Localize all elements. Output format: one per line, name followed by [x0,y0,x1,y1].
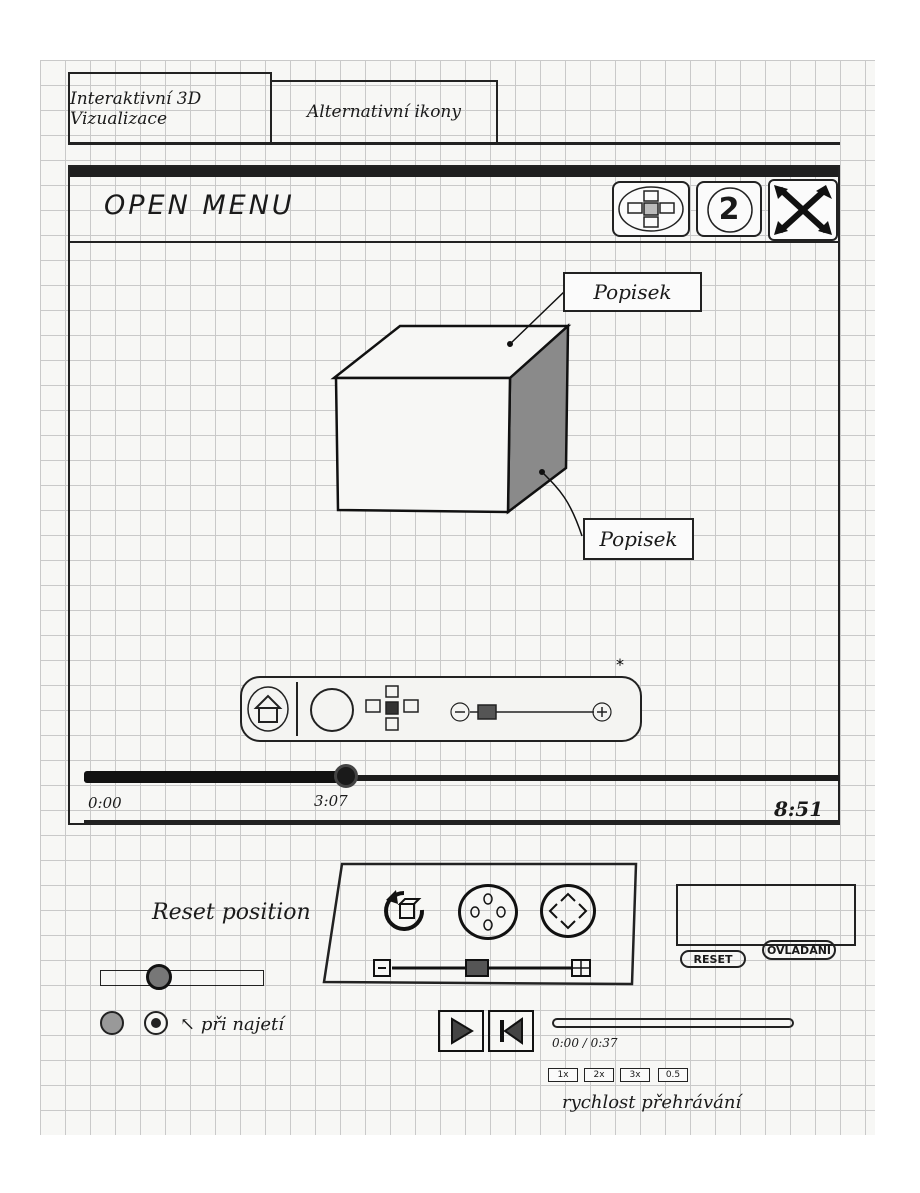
start-time: 0:00 [88,794,122,812]
view-cube-icon [618,186,684,232]
navigation-toolbar [240,676,642,742]
speed-2x-button[interactable]: 2x [584,1068,614,1082]
move-button[interactable] [540,884,596,938]
tab-3d-visualization[interactable]: Interaktivní 3D Vizualizace [68,72,272,144]
fullscreen-button[interactable] [768,179,838,241]
arrow-icon: ↖ [180,1014,201,1035]
home-button[interactable] [244,682,298,736]
radio-hover[interactable] [144,1011,168,1035]
menubar [68,165,840,243]
play-icon [451,1017,474,1045]
zoom-slider[interactable] [448,696,618,728]
dpad-dots-icon [470,893,506,931]
help-button[interactable]: 2 [696,181,762,237]
controls-panel [322,862,638,986]
orbit-button[interactable] [310,688,354,732]
speed-buttons: 1x 2x 3x 0.5 [548,1068,708,1082]
current-time: 3:07 [314,792,348,810]
tab-label: Interaktivní 3D Vizualizace [70,89,202,129]
speed-1x-button[interactable]: 1x [548,1068,578,1082]
radio-default[interactable] [100,1011,124,1035]
player-time: 0:00 / 0:37 [552,1036,618,1050]
help-circle-icon [707,187,753,233]
reset-rotation-button[interactable] [378,886,432,936]
home-icon [247,686,289,732]
annotation-leaders [509,289,583,537]
menubar-band [70,167,838,177]
end-time: 8:51 [774,797,824,821]
3d-cube-model[interactable] [320,300,600,530]
radio-hover-dot [151,1018,161,1028]
grid-paper [40,60,875,1135]
reset-slider[interactable] [100,970,264,986]
timeline-scrubber[interactable] [334,764,358,788]
info-box [676,884,856,946]
expand-arrows-icon [774,185,832,235]
svg-text:*: * [616,656,624,672]
tab-label: Alternativní ikony [306,102,461,122]
annotation-label-bottom[interactable]: Popisek [583,518,694,560]
annotation-label-top[interactable]: Popisek [563,272,702,312]
tab-alternative-icons[interactable]: Alternativní ikony [272,80,498,142]
on-hover-note: ↖ při najetí [180,1014,284,1035]
controls-button[interactable]: OVLÁDÁNÍ [762,940,836,960]
timeline-track[interactable] [84,775,840,781]
speed-half-button[interactable]: 0.5 [658,1068,688,1082]
skip-back-icon [500,1017,523,1045]
reset-slider-thumb[interactable] [146,964,172,990]
move-arrows-icon [548,892,588,930]
reset-position-note: Reset position [152,900,311,925]
rotate-cube-icon [384,890,425,931]
open-menu-button[interactable]: OPEN MENU [104,190,295,221]
view-cube-button[interactable] [612,181,690,237]
on-hover-text: při najetí [200,1014,284,1035]
player-progress-bar[interactable] [552,1018,794,1028]
viewport-frame [68,165,840,825]
annotation-text: Popisek [599,527,678,551]
play-button[interactable] [438,1010,484,1052]
pan-dpad-icon[interactable] [360,684,430,734]
playback-speed-note: rychlost přehrávání [562,1092,742,1113]
skip-back-button[interactable] [488,1010,534,1052]
help-label: 2 [718,191,740,227]
timeline-lower-line [84,820,840,823]
timeline-progress [84,771,346,783]
tab-divider [68,142,840,145]
asterisk-icon: * [616,656,624,672]
pan-button[interactable] [458,884,518,940]
reset-button[interactable]: RESET [680,950,746,968]
panel-zoom-slider[interactable] [372,954,596,982]
speed-3x-button[interactable]: 3x [620,1068,650,1082]
annotation-text: Popisek [593,280,672,304]
